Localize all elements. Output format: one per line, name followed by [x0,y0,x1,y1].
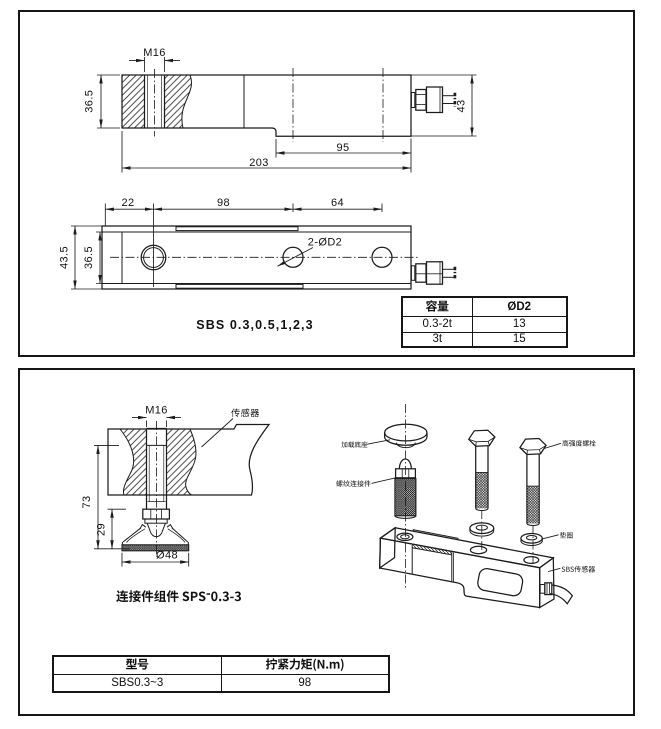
sbs-sensor-label: SBS传感器 [561,565,595,573]
dim-inner-width-36-5: 36.5 [83,246,95,269]
capacity-range-cell: 3t [401,331,473,348]
mounting-assembly-drawing: M16 传感器 73 29 Ø48 连接件组件 SPS-0.3-3 加载底座 螺… [81,404,596,609]
exploded-view: 加载底座 螺纹连接件 高强度螺栓 垫圈 SBS传感器 [336,404,596,609]
torque-table: 型号 拧紧力矩(N.m) SBS0.3~3 98 [52,655,390,693]
gauge-pocket [477,568,524,597]
dim-hole-spacing-98: 98 [217,197,230,209]
sensor-section-label: 传感器 [231,408,260,417]
dim-foot-diameter-48: Ø48 [156,550,178,562]
dim-outer-width-43-5: 43.5 [59,246,71,269]
capacity-table: 容量 ØD2 0.3-2t 13 3t 15 [401,296,568,348]
loading-base-label-glyphs [341,441,368,448]
panel-mounting-assembly: M16 传感器 73 29 Ø48 连接件组件 SPS-0.3-3 加载底座 螺… [18,368,635,716]
hole-diameter-cell: 15 [471,331,568,348]
sbs-sensor-label-glyphs [561,565,595,573]
assembly-caption: 连接件组件 SPS-0.3-3 [116,590,241,603]
threaded-connector-label: 螺纹连接件 [336,480,371,487]
top-view: 22 98 64 43.5 36.5 2-ØD2 [59,197,457,290]
torque-table-header-row: 型号 拧紧力矩(N.m) [52,655,390,675]
mounting-section-view: M16 传感器 73 29 Ø48 [81,405,271,567]
threaded-connector-label-glyphs [336,480,371,487]
capacity-header-glyphs: 容量 [425,299,449,312]
torque-header-cell: 拧紧力矩(N.m) [220,655,390,675]
capacity-row-2: 3t 15 [401,331,568,348]
loading-base-label: 加载底座 [341,441,368,448]
high-strength-bolt-label: 高强度螺栓 [562,440,596,447]
hole-diameter-header-cell: ØD2 [471,296,568,317]
dim-thread-m16: M16 [145,405,168,417]
dim-overall-height-73: 73 [81,495,93,508]
holes-callout-2-od2: 2-ØD2 [308,237,342,249]
capacity-range-cell: 0.3-2t [401,315,473,333]
dim-total-length-203: 203 [249,157,269,169]
capacity-header-glyphs-glyphs [425,299,449,312]
torque-header-glyphs: 拧紧力矩(N.m) [265,658,344,672]
model-header-cell: 型号 [52,655,222,675]
high-strength-bolt-label-glyphs [562,440,596,447]
load-cell-dimension-drawing: M16 36.5 43 95 203 22 98 64 43.5 36.5 2-… [59,47,477,290]
torque-header-glyphs-glyphs [265,658,344,672]
washer-label-glyphs [559,532,573,539]
capacity-row-1: 0.3-2t 13 [401,315,568,333]
capacity-header-cell: 容量 [401,296,473,317]
side-view: M16 36.5 43 95 203 [84,47,477,173]
model-header-glyphs: 型号 [125,658,149,670]
torque-row-1: SBS0.3~3 98 [52,673,390,693]
hole-diameter-cell: 13 [471,315,568,333]
model-cell: SBS0.3~3 [52,673,222,693]
dim-thread-m16: M16 [143,47,166,59]
dim-foot-height-29: 29 [96,523,108,536]
dim-hole-spacing-64: 64 [331,197,344,209]
dim-step-length-95: 95 [336,142,349,154]
capacity-table-header-row: 容量 ØD2 [401,296,568,317]
dim-cable-end-height-43: 43 [456,99,468,112]
model-caption: SBS 0.3,0.5,1,2,3 [196,318,314,332]
washer-label: 垫圈 [559,532,573,539]
model-header-glyphs-glyphs [125,658,149,670]
sensor-section-label-glyphs [231,408,260,417]
dim-end-offset-22: 22 [121,197,134,209]
assembly-caption-glyphs [116,590,241,603]
dim-height-36-5: 36.5 [84,90,96,113]
torque-value-cell: 98 [220,673,390,693]
panel-dimension-drawing: M16 36.5 43 95 203 22 98 64 43.5 36.5 2-… [18,10,635,357]
